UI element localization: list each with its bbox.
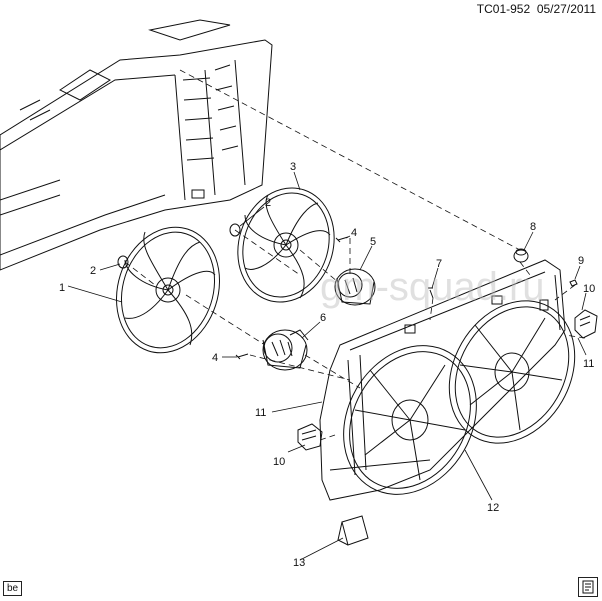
callout-1: 1 [59, 282, 65, 294]
insulator-8 [513, 248, 529, 263]
fan-retainer-left [117, 255, 129, 269]
callout-12: 12 [487, 502, 499, 514]
callout-4-lower: 4 [212, 352, 218, 364]
callout-10-right: 10 [583, 283, 595, 295]
fan-motor-6 [262, 329, 309, 371]
callout-2-right: 2 [265, 197, 271, 209]
callout-8: 8 [530, 221, 536, 233]
connector-left [297, 423, 323, 451]
part-13 [337, 515, 369, 546]
callout-5: 5 [370, 236, 376, 248]
callout-13: 13 [293, 557, 305, 569]
callout-9: 9 [578, 255, 584, 267]
bolt-lower [235, 353, 249, 360]
callout-3: 3 [290, 161, 296, 173]
fan-shroud-12 [319, 259, 576, 501]
callout-10-left: 10 [273, 456, 285, 468]
document-glyph-icon [582, 580, 594, 594]
callout-2-left: 2 [90, 265, 96, 277]
callout-11-right: 11 [583, 358, 594, 370]
fan-blade-1 [115, 226, 221, 354]
nut-9 [569, 279, 578, 287]
footer-badge: be [3, 581, 23, 596]
watermark-text: gm-squad.ru [320, 265, 545, 309]
diagram-header: TC01-952 05/27/2011 [477, 2, 596, 16]
radiator-support-frame [0, 19, 273, 271]
diagram-ref-code: TC01-952 [476, 2, 531, 16]
callout-11-left: 11 [255, 407, 266, 419]
fan-blade-3 [237, 187, 335, 303]
callout-6: 6 [320, 312, 326, 324]
callout-7: 7 [436, 258, 442, 270]
leader-lines [67, 171, 587, 561]
fan-retainer-right [229, 223, 241, 237]
connector-right [574, 309, 598, 339]
callout-4-upper: 4 [351, 227, 357, 239]
document-icon [578, 577, 598, 597]
diagram-date: 05/27/2011 [536, 2, 596, 16]
alignment-lines [124, 69, 586, 441]
